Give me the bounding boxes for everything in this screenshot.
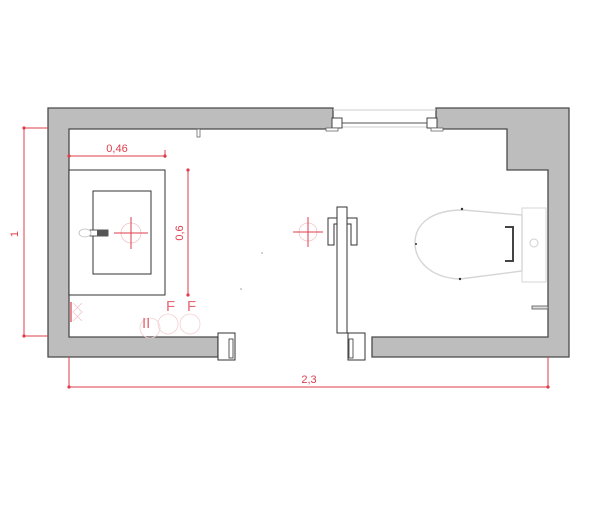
door-handle-left: [327, 217, 338, 246]
dimension-lines: 1 0,46 0,6 2,3: [9, 126, 550, 389]
window: [325, 109, 444, 132]
sliding-door[interactable]: [327, 206, 358, 334]
socket-label-1: F: [166, 298, 175, 315]
basin-depth-label: 0,6: [174, 225, 186, 240]
toilet: [414, 207, 547, 283]
wall-hook: [531, 305, 549, 310]
wall-left: [47, 107, 334, 358]
drain-crosshair-icon: [114, 217, 148, 249]
toilet-bowl: [414, 209, 523, 280]
height-dimension-label: 1: [9, 231, 21, 237]
wall-right: [371, 107, 570, 358]
basin-width-label: 0,46: [106, 143, 127, 155]
total-width-label: 2,3: [301, 374, 316, 386]
floor-drain-crosshair-icon: [293, 217, 323, 247]
socket-label-2: F: [187, 298, 196, 315]
door-handle-right: [346, 217, 358, 246]
toilet-seat-hinge: [505, 226, 514, 262]
switch-label: II: [142, 315, 150, 332]
door-frame: [217, 332, 366, 361]
walls: [47, 107, 570, 358]
wall-bracket: [196, 128, 201, 138]
washbasin: [68, 169, 166, 296]
flush-button-icon: [529, 238, 539, 248]
electrical-symbols: II F F: [70, 298, 201, 339]
